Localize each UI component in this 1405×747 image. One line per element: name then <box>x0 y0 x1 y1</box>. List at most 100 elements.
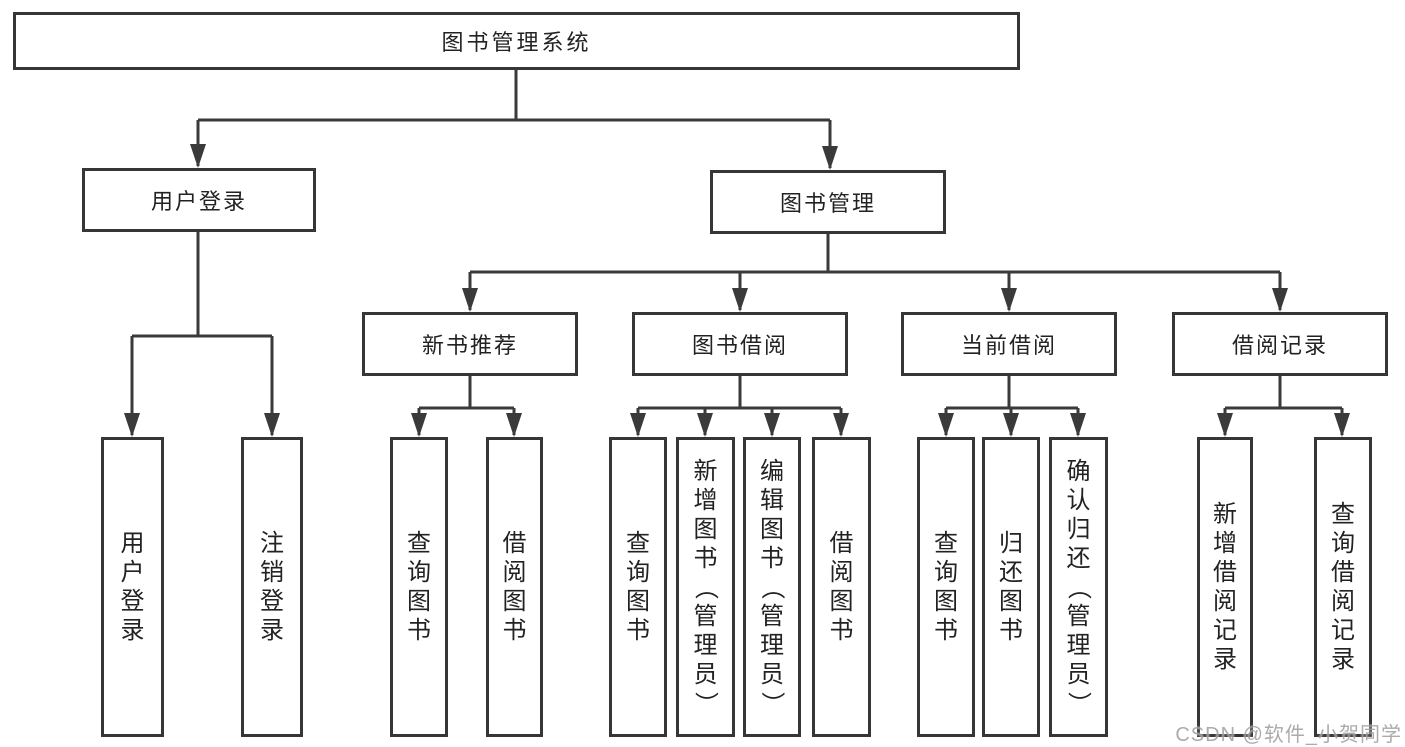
arrowhead <box>190 144 206 168</box>
vertical-char: 查 <box>934 530 958 557</box>
node-current-borrow: 当前借阅 <box>901 312 1117 376</box>
node-label: 图书借阅 <box>691 333 788 358</box>
vertical-char: 员 <box>1066 660 1091 688</box>
leaf-add-borrow-record: 新增借阅记录 <box>1197 437 1253 737</box>
node-new-book-recommend: 新书推荐 <box>362 312 578 376</box>
vertical-char: 查 <box>626 530 650 557</box>
leaf-edit-books-admin: 编辑图书（管理员） <box>743 437 801 737</box>
arrowhead <box>1001 288 1017 312</box>
node-label: 用户登录 <box>150 189 247 214</box>
vertical-char: （ <box>1065 575 1092 599</box>
arrowhead <box>506 413 522 437</box>
leaf-return-books: 归还图书 <box>982 437 1040 737</box>
vertical-char: 书 <box>829 617 854 644</box>
arrowhead <box>833 413 849 437</box>
vertical-char: 确 <box>1066 457 1091 485</box>
connector-user-login-children <box>130 232 274 435</box>
vertical-char: （ <box>692 575 719 599</box>
vertical-char: ） <box>758 691 786 715</box>
leaf-query-books: 查询图书 <box>390 437 448 737</box>
vertical-char: ） <box>692 691 719 715</box>
node-label: 图书管理系统 <box>441 30 592 55</box>
vertical-char: 增 <box>1213 530 1237 557</box>
leaf-borrow-books: 借阅图书 <box>812 437 871 737</box>
arrowhead <box>1070 413 1086 437</box>
node-label: 图书管理 <box>779 191 876 216</box>
arrowhead <box>822 146 838 170</box>
vertical-char: 户 <box>120 559 145 586</box>
leaf-borrow-books: 借阅图书 <box>486 437 543 737</box>
node-book-management: 图书管理 <box>710 170 946 234</box>
vertical-char: 书 <box>999 617 1023 644</box>
arrowhead <box>697 413 713 437</box>
vertical-char: 阅 <box>1331 588 1355 615</box>
vertical-char: 管 <box>1066 602 1091 630</box>
vertical-char: 理 <box>693 631 718 659</box>
arrowhead <box>264 413 280 437</box>
vertical-char: 注 <box>260 530 284 557</box>
vertical-char: 管 <box>760 602 784 630</box>
vertical-char: 查 <box>407 530 431 557</box>
vertical-char: 书 <box>693 544 718 572</box>
connector-root-to-level2 <box>196 70 832 168</box>
node-label: 当前借阅 <box>960 333 1057 358</box>
arrowhead <box>630 413 646 437</box>
vertical-char: （ <box>758 575 786 599</box>
vertical-char: 图 <box>407 588 431 615</box>
vertical-char: 借 <box>1331 559 1355 586</box>
vertical-char: 借 <box>1213 559 1237 586</box>
vertical-char: 记 <box>1213 617 1237 644</box>
vertical-char: 借 <box>829 530 854 557</box>
leaf-logout: 注销登录 <box>241 437 303 737</box>
vertical-char: 书 <box>407 617 431 644</box>
csdn-watermark: CSDN @软件_小贺同学 <box>1175 724 1402 746</box>
vertical-char: 辑 <box>760 486 784 514</box>
vertical-char: 询 <box>1331 530 1355 557</box>
vertical-char: 书 <box>502 617 527 644</box>
arrowhead <box>732 288 748 312</box>
vertical-char: 阅 <box>1213 588 1237 615</box>
vertical-char: 录 <box>1331 646 1355 673</box>
arrowhead <box>1003 413 1019 437</box>
vertical-char: 阅 <box>829 559 854 586</box>
vertical-char: 还 <box>1066 544 1091 572</box>
vertical-char: 书 <box>760 544 784 572</box>
arrowhead <box>1334 413 1350 437</box>
vertical-char: 新 <box>1213 501 1237 528</box>
vertical-char: 管 <box>693 602 718 630</box>
vertical-char: 增 <box>693 486 718 514</box>
leaf-confirm-return-admin: 确认归还（管理员） <box>1049 437 1108 737</box>
vertical-char: 归 <box>999 530 1023 557</box>
vertical-char: 查 <box>1331 501 1355 528</box>
vertical-char: 询 <box>407 559 431 586</box>
arrowhead <box>764 413 780 437</box>
leaf-query-borrow-record: 查询借阅记录 <box>1314 437 1372 737</box>
vertical-char: 图 <box>934 588 958 615</box>
arrowhead <box>462 288 478 312</box>
vertical-char: 理 <box>1066 631 1091 659</box>
vertical-char: 新 <box>693 457 718 485</box>
vertical-char: 录 <box>1213 646 1237 673</box>
vertical-char: 员 <box>760 660 784 688</box>
vertical-char: 编 <box>760 457 784 485</box>
vertical-char: 询 <box>934 559 958 586</box>
vertical-char: 图 <box>502 588 527 615</box>
vertical-char: 认 <box>1066 486 1091 514</box>
node-label: 借阅记录 <box>1231 333 1328 358</box>
vertical-char: 销 <box>260 559 284 586</box>
vertical-char: 借 <box>502 530 527 557</box>
leaf-user-login: 用户登录 <box>101 437 164 737</box>
vertical-char: 理 <box>760 631 784 659</box>
vertical-char: 记 <box>1331 617 1355 644</box>
vertical-char: 图 <box>626 588 650 615</box>
arrowhead <box>938 413 954 437</box>
arrowhead <box>1272 288 1288 312</box>
vertical-char: 归 <box>1066 515 1091 543</box>
node-label: 新书推荐 <box>421 333 518 358</box>
leaf-query-books: 查询图书 <box>917 437 975 737</box>
leaf-query-books: 查询图书 <box>609 437 667 737</box>
vertical-char: 书 <box>934 617 958 644</box>
vertical-char: 图 <box>693 515 718 543</box>
